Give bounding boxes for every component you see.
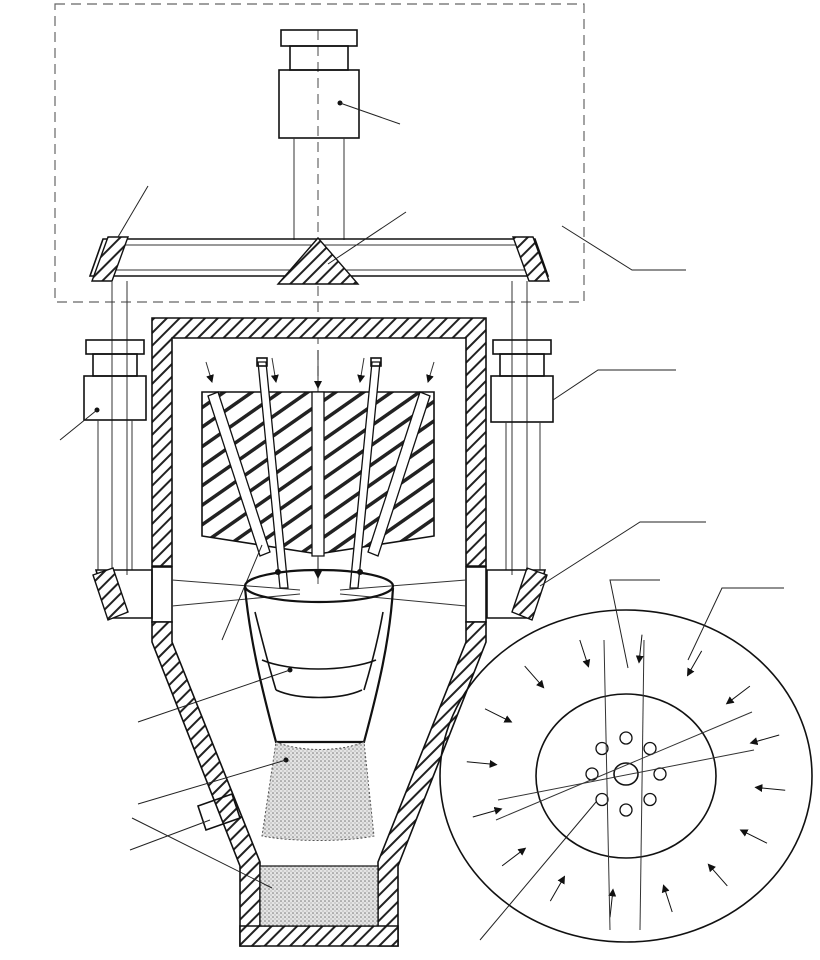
inflow-arrow [739,829,768,844]
lower-left-mirror [92,567,129,621]
ring-hole [643,741,657,756]
left-window [151,566,173,623]
ring-hole [595,741,609,756]
lower-side-mirrors [92,566,548,623]
right-mirror [512,236,550,282]
streak-lines [495,639,755,931]
inflow-arrow [725,685,751,705]
inflow-arrow [466,759,498,768]
flow-arrows [205,350,435,579]
right-window [465,566,487,623]
target-block [201,357,435,641]
ring-hole [619,803,633,817]
outlet-port [129,792,242,851]
center-prism [276,236,360,285]
powder-column [137,741,375,841]
inflow-arrow [687,650,703,677]
inflow-arrow [549,875,565,902]
inflow-arrow [635,634,644,664]
inflow-arrow [608,888,617,918]
right-laser-unit [490,339,676,570]
inflow-arrow [749,734,780,746]
inflow-arrow [754,784,786,793]
center-hole [613,762,639,786]
inflow-arrow [707,863,728,887]
inflow-arrow [524,665,545,689]
radial-arrows [466,634,786,918]
lower-right-mirror [511,567,548,621]
ring-hole [643,792,657,807]
inflow-arrow [484,708,513,723]
inflow-arrow [661,884,673,913]
left-mirror [91,236,129,282]
ring-hole [595,792,609,807]
hole-ring [585,731,667,817]
inflow-arrow [579,639,591,668]
crucible [137,568,395,744]
powder-collector [131,817,379,927]
ring-hole [653,767,667,781]
side-beam-lines [111,281,528,575]
beam-guide [88,185,686,285]
inflow-arrow [501,847,527,867]
cross-section-disk [439,579,813,943]
left-laser-unit [59,339,147,570]
inflow-arrow [472,806,503,818]
ring-hole [619,731,633,745]
top-laser-unit [278,29,401,240]
